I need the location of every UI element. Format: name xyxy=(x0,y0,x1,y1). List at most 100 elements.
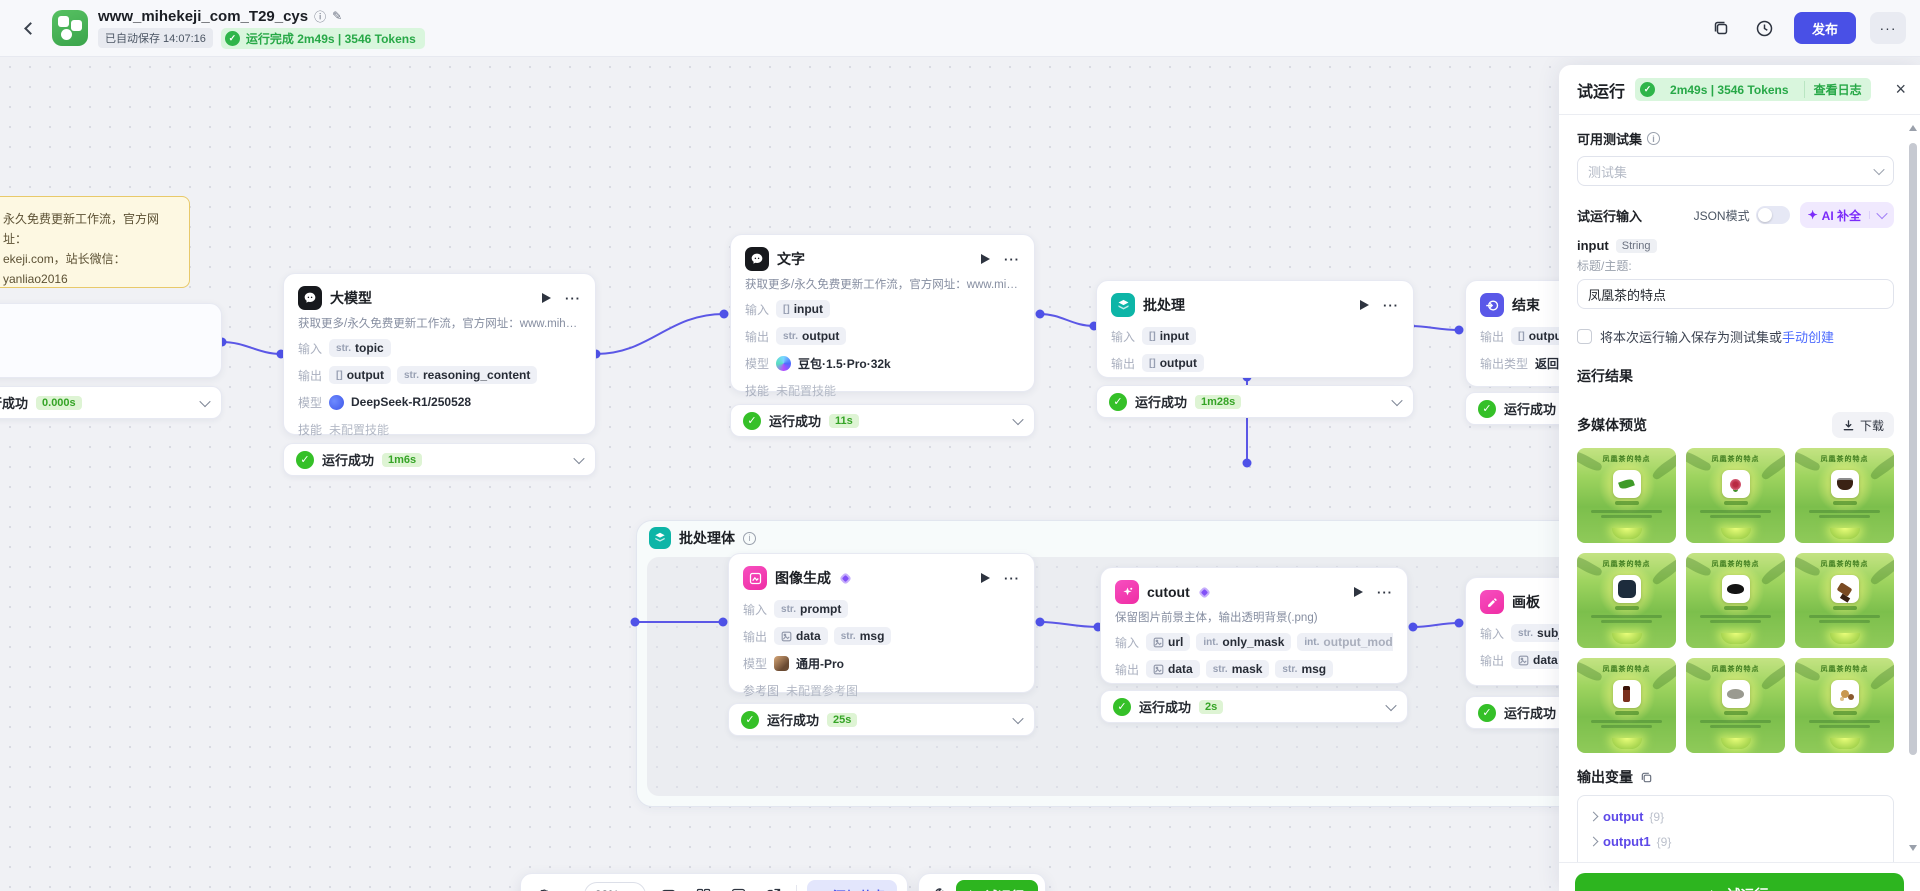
port-badge-output[interactable]: []output xyxy=(1142,354,1204,372)
start-node-status[interactable]: ✓ 运行成功 0.000s xyxy=(0,386,222,419)
node-description: 保留图片前景主体，输出透明背景(.png) xyxy=(1115,612,1318,624)
export-icon[interactable] xyxy=(761,882,786,891)
text-node[interactable]: 文字 ··· 获取更多/永久免费更新工作流，官方网址：www.mihekeji.… xyxy=(730,234,1035,398)
test-set-select[interactable]: 测试集 xyxy=(1577,156,1894,186)
back-button[interactable] xyxy=(16,14,44,42)
port-badge-prompt[interactable]: str.prompt xyxy=(774,600,849,618)
media-preview-card[interactable]: 凤凰茶的特点 xyxy=(1577,658,1676,753)
add-node-button[interactable]: +添加节点 xyxy=(807,880,897,891)
llm-node-status[interactable]: ✓ 运行成功 1m6s xyxy=(283,443,596,476)
download-icon xyxy=(1843,419,1854,430)
info-icon[interactable]: ⓘ xyxy=(314,9,327,24)
run-node-button[interactable] xyxy=(981,573,990,583)
chevron-down-icon[interactable] xyxy=(573,452,585,464)
info-icon[interactable]: i xyxy=(1647,132,1661,145)
port-badge-reasoning_content[interactable]: str.reasoning_content xyxy=(397,366,538,384)
llm-node[interactable]: 大模型 ··· 获取更多/永久免费更新工作流，官方网址：www.mihekeji… xyxy=(283,273,596,437)
text-node-status[interactable]: ✓ 运行成功 11s xyxy=(730,404,1035,437)
run-stats-badge: ✓ 2m49s | 3546 Tokens 查看日志 xyxy=(1635,78,1871,101)
info-icon[interactable]: i xyxy=(743,531,756,545)
more-button[interactable]: ··· xyxy=(1870,12,1906,44)
run-node-button[interactable] xyxy=(981,254,990,264)
duplicate-icon[interactable] xyxy=(1706,13,1736,43)
test-run-button[interactable]: 试运行 xyxy=(956,880,1039,891)
json-mode-toggle[interactable] xyxy=(1755,206,1790,224)
port-badge-input[interactable]: []input xyxy=(776,300,831,318)
port-name-label: output xyxy=(346,368,384,382)
batch-node-status[interactable]: ✓ 运行成功 1m28s xyxy=(1096,385,1414,418)
output-var-row[interactable]: output {9} xyxy=(1588,804,1881,829)
workflow-canvas[interactable]: 永久免费更新工作流，官方网址： ekeji.com，站长微信：yanliao20… xyxy=(0,57,1920,891)
port-badge-data[interactable]: data xyxy=(1146,660,1200,678)
chevron-down-icon[interactable] xyxy=(199,395,211,407)
node-menu-button[interactable]: ··· xyxy=(1004,251,1020,267)
scrollbar-thumb[interactable] xyxy=(1909,143,1917,755)
close-icon[interactable]: × xyxy=(1895,79,1906,99)
image-gen-node-status[interactable]: ✓ 运行成功 25s xyxy=(728,703,1035,736)
start-node[interactable] xyxy=(0,303,222,378)
port-badge-msg[interactable]: str.msg xyxy=(1275,660,1334,678)
publish-button[interactable]: 发布 xyxy=(1793,12,1856,44)
port-badge-output[interactable]: []output xyxy=(329,366,391,384)
port-type-label: [] xyxy=(1149,357,1156,369)
cutout-node-status[interactable]: ✓ 运行成功 2s xyxy=(1100,690,1408,723)
wrench-icon[interactable] xyxy=(929,882,946,891)
edit-title-icon[interactable]: ✎ xyxy=(332,9,343,23)
ai-complete-button[interactable]: ✦AI 补全 xyxy=(1799,202,1894,228)
media-preview-card[interactable]: 凤凰茶的特点 xyxy=(1577,448,1676,543)
node-menu-button[interactable]: ··· xyxy=(565,290,581,306)
port-badge-input[interactable]: []input xyxy=(1142,327,1197,345)
run-node-button[interactable] xyxy=(1354,587,1363,597)
media-preview-card[interactable]: 凤凰茶的特点 xyxy=(1795,448,1894,543)
zoom-select[interactable]: 88% xyxy=(583,882,646,891)
output-var-row[interactable]: output1 {9} xyxy=(1588,829,1881,854)
node-menu-button[interactable]: ··· xyxy=(1383,297,1399,313)
chevron-down-icon[interactable] xyxy=(1012,712,1024,724)
port-badge-output_mode[interactable]: int.output_mode xyxy=(1297,633,1393,651)
media-preview-card[interactable]: 凤凰茶的特点 xyxy=(1577,553,1676,648)
node-menu-button[interactable]: ··· xyxy=(1004,570,1020,586)
scroll-up-arrow[interactable] xyxy=(1909,125,1917,131)
panel-test-run-button[interactable]: 试运行 xyxy=(1575,873,1904,891)
input-var-type: String xyxy=(1615,238,1657,253)
port-badge-output[interactable]: []output xyxy=(1511,327,1573,345)
port-badge-mask[interactable]: str.mask xyxy=(1205,660,1270,678)
model-name: 豆包·1.5·Pro·32k xyxy=(798,356,891,371)
run-node-button[interactable] xyxy=(1360,300,1369,310)
chevron-down-icon[interactable] xyxy=(1385,699,1397,711)
media-preview-card[interactable]: 凤凰茶的特点 xyxy=(1686,658,1785,753)
chevron-down-icon[interactable] xyxy=(1012,413,1024,425)
media-preview-card[interactable]: 凤凰茶的特点 xyxy=(1795,553,1894,648)
input-value-field[interactable]: 凤凰茶的特点 xyxy=(1577,279,1894,309)
port-badge-topic[interactable]: str.topic xyxy=(329,339,391,357)
port-badge-data[interactable]: data xyxy=(774,627,828,645)
history-icon[interactable] xyxy=(1750,13,1780,43)
layout-icon[interactable] xyxy=(691,882,716,891)
image-tool-icon[interactable] xyxy=(726,882,751,891)
port-badge-url[interactable]: url xyxy=(1146,633,1191,651)
port-badge-data[interactable]: data xyxy=(1511,651,1565,669)
kettle-icon xyxy=(1830,470,1859,498)
copy-icon[interactable] xyxy=(1640,771,1653,784)
media-preview-card[interactable]: 凤凰茶的特点 xyxy=(1686,448,1785,543)
comment-icon[interactable] xyxy=(656,882,681,891)
media-preview-card[interactable]: 凤凰茶的特点 xyxy=(1795,658,1894,753)
run-node-button[interactable] xyxy=(542,293,551,303)
hand-tool-icon[interactable] xyxy=(531,882,556,891)
download-button[interactable]: 下载 xyxy=(1831,412,1894,438)
port-badge-output[interactable]: str.output xyxy=(776,327,847,345)
sticky-note[interactable]: 永久免费更新工作流，官方网址： ekeji.com，站长微信：yanliao20… xyxy=(0,196,190,288)
panel-scrollbar[interactable] xyxy=(1908,121,1918,855)
media-preview-card[interactable]: 凤凰茶的特点 xyxy=(1686,553,1785,648)
batch-node[interactable]: 批处理 ··· 输入[]input 输出[]output xyxy=(1096,280,1414,378)
manual-create-link[interactable]: 手动创建 xyxy=(1782,330,1835,345)
node-menu-button[interactable]: ··· xyxy=(1377,584,1393,600)
chevron-down-icon[interactable] xyxy=(1391,394,1403,406)
view-log-link[interactable]: 查看日志 xyxy=(1803,81,1871,98)
port-badge-msg[interactable]: str.msg xyxy=(833,627,892,645)
save-testset-checkbox[interactable] xyxy=(1577,329,1592,344)
scroll-down-arrow[interactable] xyxy=(1909,845,1917,851)
port-badge-only_mask[interactable]: int.only_mask xyxy=(1196,633,1292,651)
